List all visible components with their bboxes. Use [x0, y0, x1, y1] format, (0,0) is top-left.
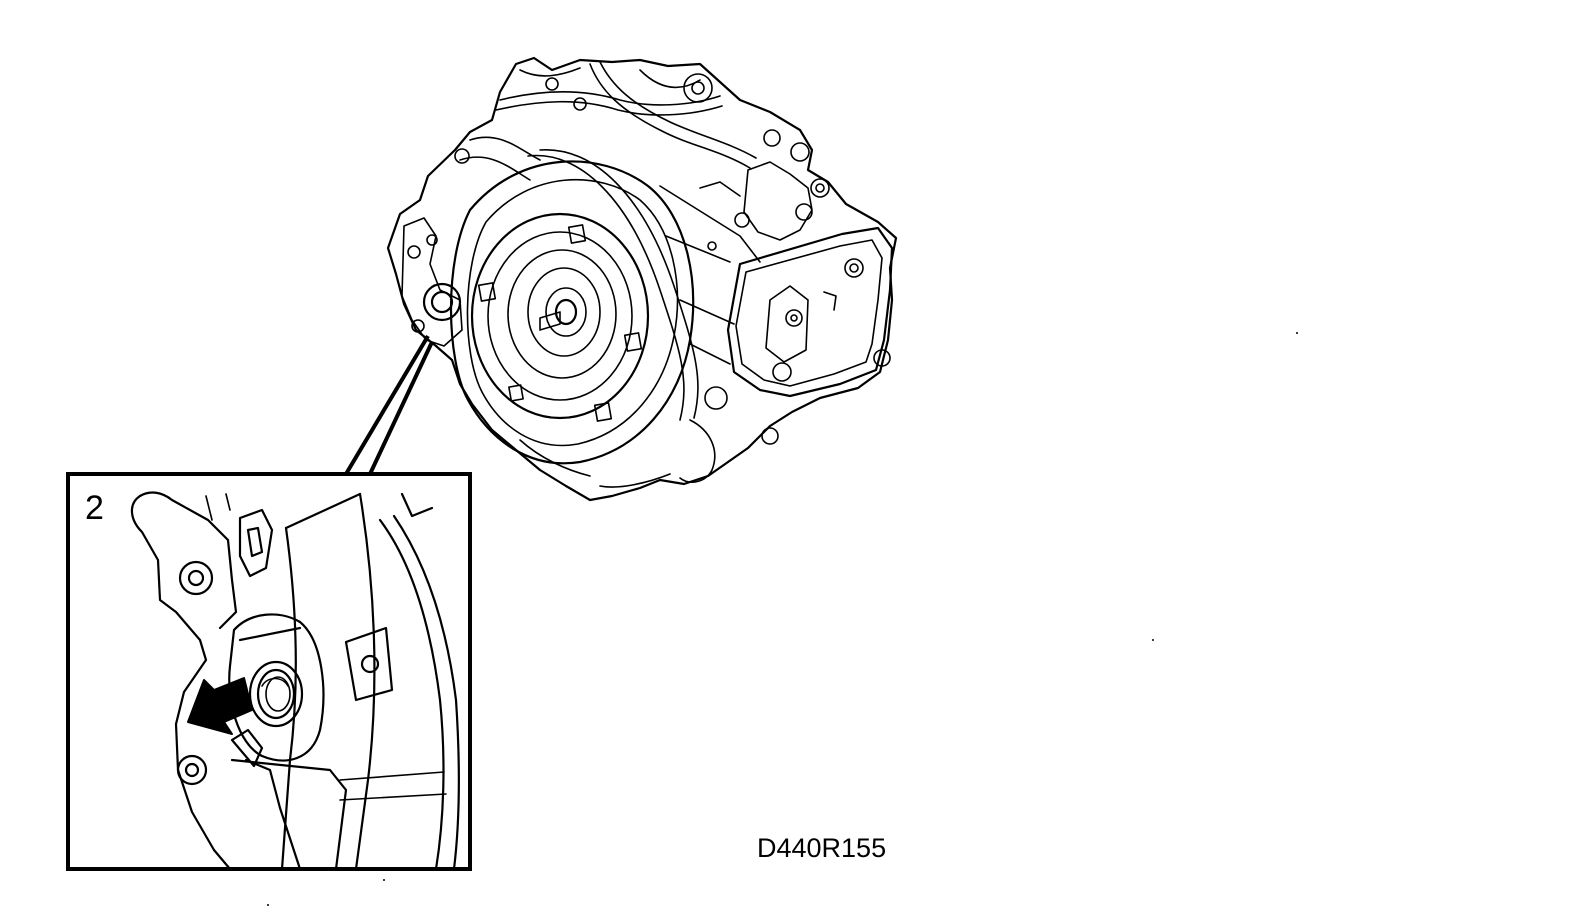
- seal-detail-magnified-view: [66, 472, 472, 871]
- transmission-assembly-drawing: [386, 56, 898, 502]
- direction-arrow: [187, 677, 253, 735]
- figure-code: D440R155: [757, 833, 887, 863]
- callout-leader-lines: [344, 334, 434, 476]
- detail-callout-number: 2: [85, 489, 104, 527]
